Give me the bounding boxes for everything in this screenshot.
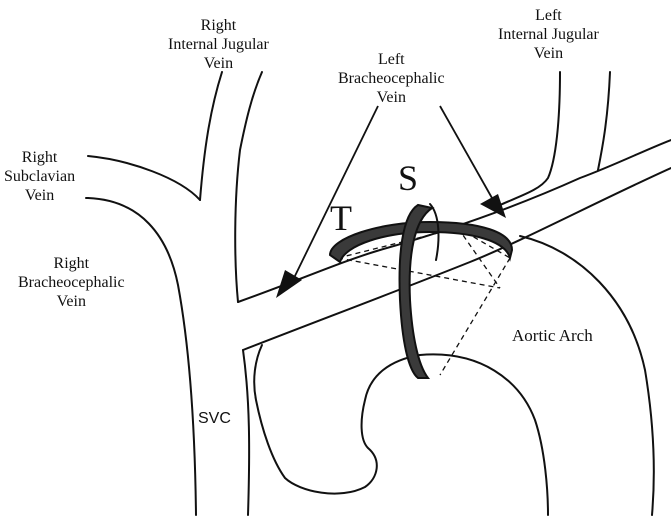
dashed-cone-line-1 bbox=[338, 258, 500, 288]
label-t: T bbox=[330, 200, 352, 236]
right-internal-jugular-vein-inner-outline bbox=[235, 72, 262, 302]
label-s: S bbox=[398, 160, 418, 196]
heart-atrium-outline bbox=[254, 345, 420, 494]
label-left-bracheocephalic-vein: Left Bracheocephalic Vein bbox=[338, 50, 445, 107]
label-right-internal-jugular-vein: Right Internal Jugular Vein bbox=[168, 16, 269, 73]
aortic-arch-outer-outline bbox=[520, 236, 654, 515]
svc-right-outline bbox=[243, 350, 249, 515]
right-internal-jugular-vein-outline bbox=[200, 72, 222, 200]
left-internal-jugular-vein-right-outline bbox=[598, 72, 610, 170]
right-subclavian-vein-upper-outline bbox=[88, 156, 200, 200]
brachiocephalic-channel-upper-outline bbox=[238, 140, 671, 302]
label-left-internal-jugular-vein: Left Internal Jugular Vein bbox=[498, 6, 599, 63]
dashed-cone-line-4 bbox=[440, 258, 510, 375]
label-aortic-arch: Aortic Arch bbox=[512, 326, 593, 345]
svc-left-outline bbox=[88, 198, 196, 515]
left-bc-arrow-right-line bbox=[440, 106, 492, 198]
left-internal-jugular-vein-left-outline bbox=[500, 72, 560, 205]
label-right-bracheocephalic-vein: Right Bracheocephalic Vein bbox=[18, 254, 125, 311]
left-bc-arrow-left-head bbox=[276, 270, 302, 298]
aortic-arch-inner-outline bbox=[420, 354, 548, 515]
brachiocephalic-channel-lower-outline bbox=[243, 168, 671, 350]
label-svc: SVC bbox=[198, 410, 231, 428]
label-right-subclavian-vein: Right Subclavian Vein bbox=[4, 148, 75, 205]
